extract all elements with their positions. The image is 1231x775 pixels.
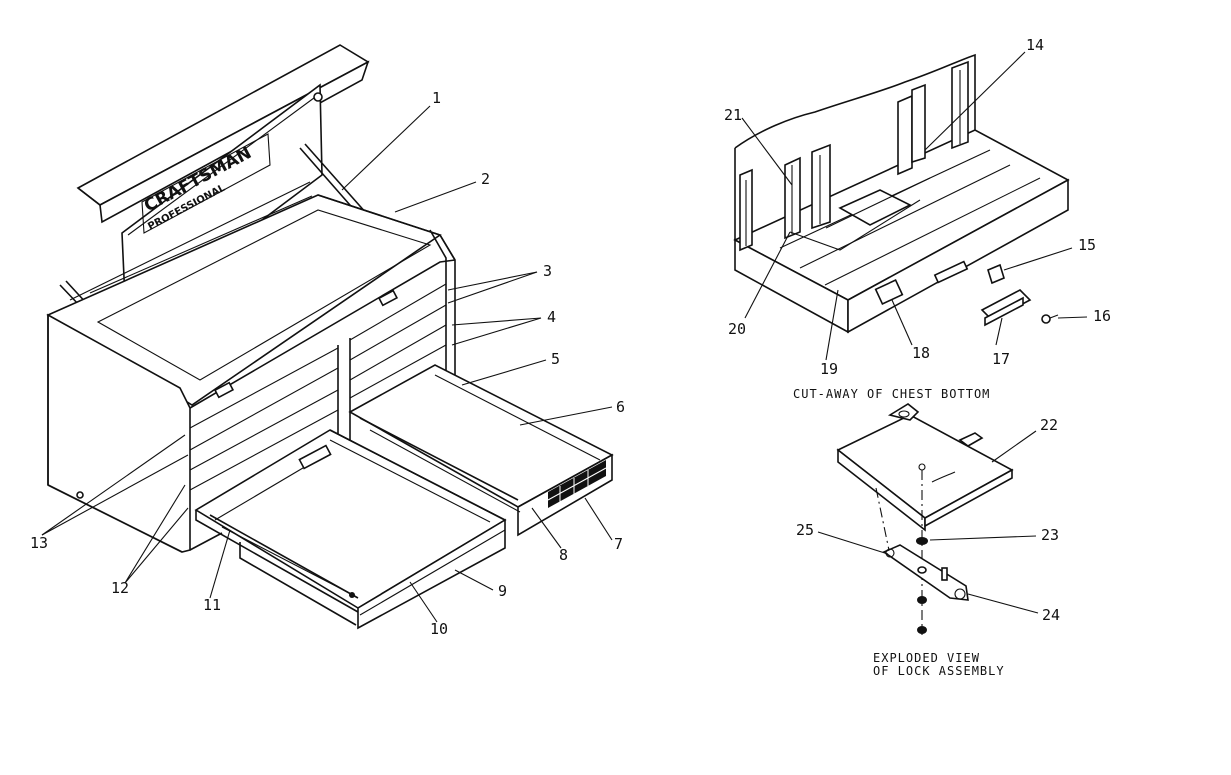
callout-17: 17: [992, 350, 1010, 368]
caption-chest-bottom: CUT-AWAY OF CHEST BOTTOM: [793, 387, 990, 401]
callout-2: 2: [481, 170, 490, 188]
callout-22: 22: [1040, 416, 1058, 434]
callout-9: 9: [498, 582, 507, 600]
chest-body: [46, 181, 456, 553]
callout-8: 8: [559, 546, 568, 564]
chest-lid: CRAFTSMAN PROFESSIONAL: [76, 44, 370, 324]
callout-25: 25: [796, 521, 814, 539]
leader-lines: [41, 51, 1088, 623]
callout-20: 20: [728, 320, 746, 338]
lock-assembly: [836, 403, 1014, 635]
slide-uprights: [739, 60, 969, 252]
callout-labels: 1 2 3 4 5 6 7 8 9 10 11 12 13 14 15 16 1…: [30, 36, 1111, 638]
callout-10: 10: [430, 620, 448, 638]
callout-1: 1: [432, 89, 441, 107]
large-drawer-open: [194, 429, 507, 630]
callout-23: 23: [1041, 526, 1059, 544]
callout-13: 13: [30, 534, 48, 552]
small-drawer-open: [348, 364, 614, 537]
callout-14: 14: [1026, 36, 1044, 54]
callout-15: 15: [1078, 236, 1096, 254]
chest-bottom-cutaway: [733, 53, 1070, 334]
tool-chest: CRAFTSMAN PROFESSIONAL: [46, 44, 614, 630]
callout-12: 12: [111, 579, 129, 597]
callout-11: 11: [203, 596, 221, 614]
callout-3: 3: [543, 262, 552, 280]
captions: CUT-AWAY OF CHEST BOTTOM EXPLODED VIEW O…: [793, 387, 1005, 678]
callout-5: 5: [551, 350, 560, 368]
caption-lock-line2: OF LOCK ASSEMBLY: [873, 664, 1005, 678]
callout-18: 18: [912, 344, 930, 362]
callout-24: 24: [1042, 606, 1060, 624]
caption-lock-line1: EXPLODED VIEW: [873, 651, 980, 665]
callout-21: 21: [724, 106, 742, 124]
callout-4: 4: [547, 308, 556, 326]
callout-19: 19: [820, 360, 838, 378]
callout-7: 7: [614, 535, 623, 553]
callout-6: 6: [616, 398, 625, 416]
callout-16: 16: [1093, 307, 1111, 325]
